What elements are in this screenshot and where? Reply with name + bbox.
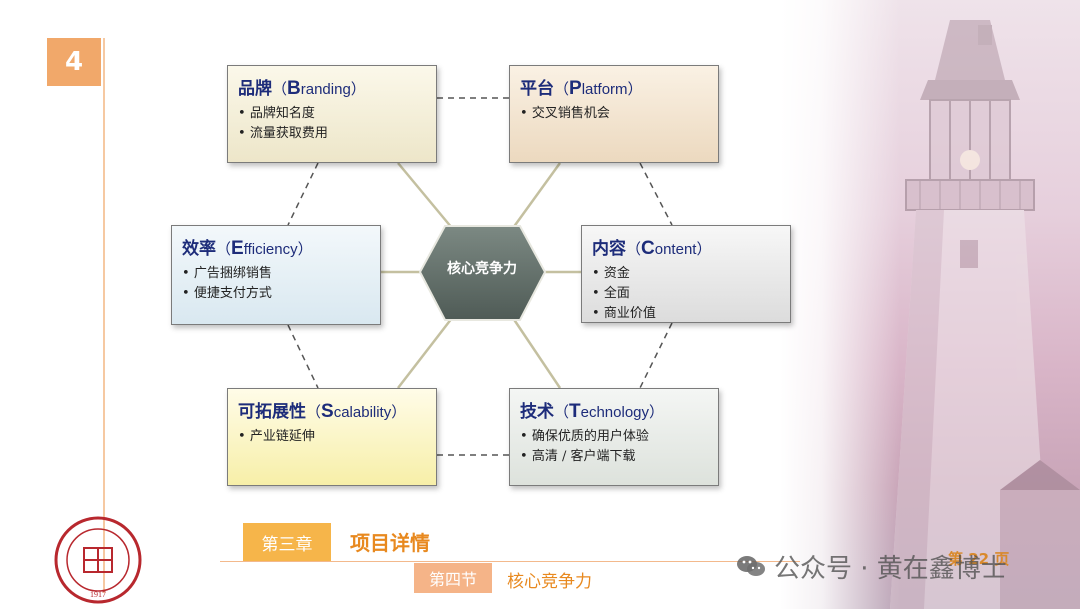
efficiency-title: 效率（Efficiency） bbox=[182, 234, 370, 260]
list-item: 高清 / 客户端下载 bbox=[520, 447, 708, 467]
spoke-platform bbox=[513, 163, 560, 228]
list-item: 资金 bbox=[592, 264, 780, 284]
dashed-connector-upper-right bbox=[640, 163, 672, 225]
university-seal-logo: 1917 bbox=[50, 515, 146, 605]
list-item: 交叉销售机会 bbox=[520, 104, 708, 124]
scalability-title: 可拓展性（Scalability） bbox=[238, 397, 426, 423]
core-competitiveness-label: 核心竞争力 bbox=[420, 258, 544, 278]
chapter-title: 项目详情 bbox=[350, 527, 430, 556]
wechat-watermark: 公众号 · 黄在鑫博士 bbox=[736, 548, 1007, 584]
list-item: 广告捆绑销售 bbox=[182, 264, 370, 284]
technology-box: 技术（Technology） 确保优质的用户体验 高清 / 客户端下载 bbox=[509, 388, 719, 486]
list-item: 确保优质的用户体验 bbox=[520, 427, 708, 447]
list-item: 产业链延伸 bbox=[238, 427, 426, 447]
scalability-box: 可拓展性（Scalability） 产业链延伸 bbox=[227, 388, 437, 486]
watermark-text: 公众号 · 黄在鑫博士 bbox=[774, 548, 1007, 585]
brand-title: 品牌（Branding） bbox=[238, 74, 426, 100]
list-item: 便捷支付方式 bbox=[182, 284, 370, 304]
platform-box: 平台（Platform） 交叉销售机会 bbox=[509, 65, 719, 163]
list-item: 全面 bbox=[592, 284, 780, 304]
chapter-tag: 第三章 bbox=[243, 523, 331, 561]
list-item: 流量获取费用 bbox=[238, 124, 426, 144]
spoke-scalability bbox=[398, 318, 452, 388]
technology-title: 技术（Technology） bbox=[520, 397, 708, 423]
dashed-connector-upper-left bbox=[288, 163, 318, 225]
dashed-connector-lower-right bbox=[640, 323, 672, 388]
list-item: 品牌知名度 bbox=[238, 104, 426, 124]
dashed-connector-lower-left bbox=[288, 325, 318, 388]
spoke-technology bbox=[513, 318, 560, 388]
section-title: 核心竞争力 bbox=[507, 567, 592, 592]
list-item: 商业价值 bbox=[592, 304, 780, 324]
content-title: 内容（Content） bbox=[592, 234, 780, 260]
efficiency-box: 效率（Efficiency） 广告捆绑销售 便捷支付方式 bbox=[171, 225, 381, 325]
svg-text:1917: 1917 bbox=[90, 590, 106, 599]
spoke-brand bbox=[398, 163, 452, 228]
brand-box: 品牌（Branding） 品牌知名度 流量获取费用 bbox=[227, 65, 437, 163]
platform-title: 平台（Platform） bbox=[520, 74, 708, 100]
content-box: 内容（Content） 资金 全面 商业价值 bbox=[581, 225, 791, 323]
section-tag: 第四节 bbox=[414, 563, 492, 593]
wechat-icon bbox=[736, 554, 766, 578]
